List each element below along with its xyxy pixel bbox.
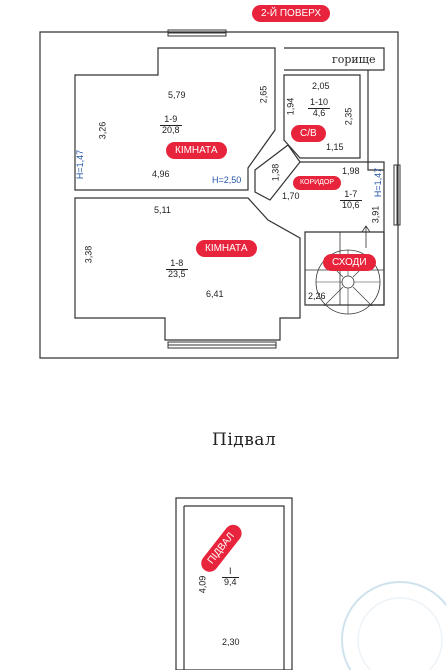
corridor-right: 3,91: [370, 205, 381, 224]
lower-room-height-left: 3,38: [83, 245, 94, 264]
upper-room-width-bottom: 4,96: [152, 169, 170, 179]
basement-width: 2,30: [222, 637, 240, 647]
ceiling-height-left: H=1,47: [75, 149, 86, 180]
corridor-label: КОРИДОР: [293, 176, 341, 190]
ceiling-height-right: H=1,47: [373, 167, 384, 198]
basement-title: Підвал: [212, 430, 277, 450]
bathroom-left: 1,94: [285, 97, 296, 116]
lower-room-wall: [74, 197, 301, 341]
attic-label: горище: [332, 53, 376, 66]
bathroom-label: С/В: [291, 125, 326, 142]
attic-wall: [284, 47, 385, 71]
lower-room-label: КІМНАТА: [196, 240, 257, 257]
basement-wall: [175, 497, 293, 670]
ceiling-height-center: H=2,50: [212, 175, 242, 185]
floor-badge: 2-Й ПОВЕРХ: [252, 5, 331, 22]
upper-room-wall: [74, 47, 276, 191]
stamp-circle: [341, 581, 446, 670]
outer-wall: [39, 31, 399, 359]
basement-height: 4,09: [197, 575, 208, 594]
stairs-label: СХОДИ: [323, 254, 376, 271]
lower-room-width-top: 5,11: [154, 205, 171, 215]
lower-room-area: 1-8 23,5: [166, 258, 188, 279]
upper-room-height-right: 2,65: [258, 85, 269, 104]
basement-area: І 9,4: [222, 566, 239, 587]
upper-room-label: КІМНАТА: [166, 142, 227, 159]
bathroom-wall: [283, 74, 361, 159]
corridor-top: 1,98: [342, 166, 360, 176]
stairs-wall: [304, 231, 385, 306]
upper-room-width-top: 5,79: [168, 90, 186, 100]
upper-room-height-left: 3,26: [97, 121, 108, 140]
stairs-bottom: 2,26: [308, 291, 326, 301]
bathroom-top: 2,05: [312, 81, 330, 91]
bathroom-right: 2,35: [343, 107, 354, 126]
bathroom-area: 1-10 4,6: [308, 97, 331, 118]
bathroom-bottom: 1,15: [326, 142, 344, 152]
corridor-diag-b: 1,70: [282, 191, 300, 201]
lower-room-width-bottom: 6,41: [206, 289, 224, 299]
corridor-area: 1-7 10,6: [340, 189, 362, 210]
corridor-diag-a: 1,38: [270, 163, 281, 182]
upper-room-area: 1-9 20,8: [160, 114, 182, 135]
